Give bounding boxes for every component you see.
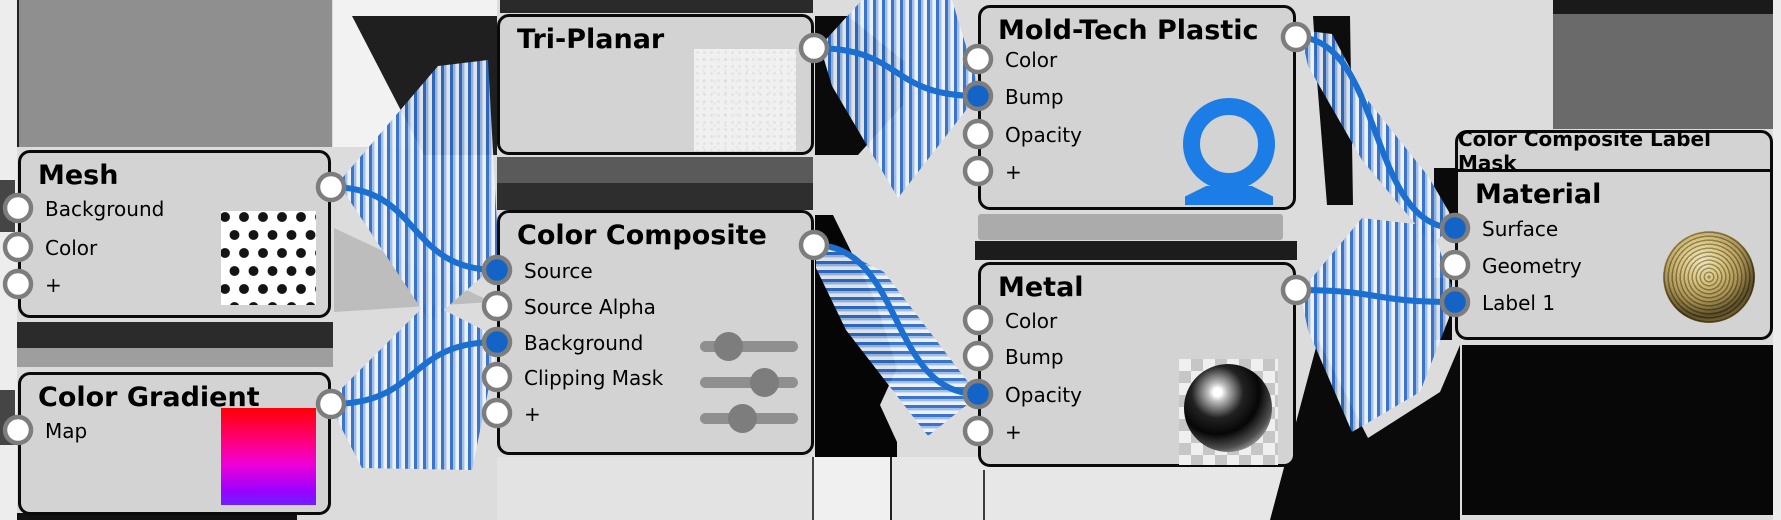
port-label-add: + bbox=[524, 402, 541, 426]
port-label-add: + bbox=[1005, 420, 1022, 444]
slider-knob bbox=[728, 404, 757, 433]
slider-knob bbox=[714, 332, 743, 361]
port-label-bump: Bump bbox=[1005, 345, 1064, 369]
port-label-map: Map bbox=[45, 419, 88, 443]
node-title: Color Composite bbox=[517, 220, 767, 251]
port-label-source: Source bbox=[524, 259, 593, 283]
logo-base bbox=[1185, 186, 1273, 205]
port-label-opacity: Opacity bbox=[1005, 123, 1082, 147]
port-label-color: Color bbox=[45, 236, 98, 260]
material-header-label: Color Composite Label Mask bbox=[1458, 127, 1770, 175]
port-label-color: Color bbox=[1005, 309, 1058, 333]
gradient-thumbnail bbox=[221, 408, 316, 505]
port-label-bump: Bump bbox=[1005, 85, 1064, 109]
port-label-add: + bbox=[45, 273, 62, 297]
node-title: Mold-Tech Plastic bbox=[998, 15, 1259, 46]
port-label-geometry: Geometry bbox=[1482, 254, 1582, 278]
node-material[interactable]: Color Composite Label Mask Material Surf… bbox=[1455, 127, 1773, 340]
port-label-add: + bbox=[1005, 160, 1022, 184]
slider-knob bbox=[750, 368, 779, 397]
node-color-gradient[interactable]: Color Gradient Map bbox=[18, 372, 331, 515]
slider-row bbox=[700, 368, 798, 397]
port-label-opacity: Opacity bbox=[1005, 383, 1082, 407]
port-label-color: Color bbox=[1005, 48, 1058, 72]
mold-tech-logo-icon bbox=[1179, 98, 1279, 210]
node-color-composite[interactable]: Color Composite Source Source Alpha Back… bbox=[497, 210, 814, 455]
logo-ring bbox=[1183, 98, 1275, 190]
slider-row bbox=[700, 332, 798, 361]
node-tri-planar[interactable]: Tri-Planar bbox=[497, 14, 814, 155]
port-label-background: Background bbox=[45, 197, 165, 221]
gold-sphere-thumbnail bbox=[1663, 231, 1755, 323]
node-metal[interactable]: Metal Color Bump Opacity + bbox=[978, 262, 1296, 467]
node-title: Metal bbox=[998, 272, 1084, 303]
node-title: Tri-Planar bbox=[517, 24, 665, 55]
node-title: Mesh bbox=[38, 160, 119, 191]
chrome-sphere-thumbnail bbox=[1179, 359, 1278, 465]
port-label-surface: Surface bbox=[1482, 217, 1559, 241]
port-label-background: Background bbox=[524, 331, 644, 355]
port-label-clipping-mask: Clipping Mask bbox=[524, 366, 664, 390]
sliders-icon bbox=[700, 332, 798, 447]
node-mold-tech-plastic[interactable]: Mold-Tech Plastic Color Bump Opacity + bbox=[978, 5, 1296, 210]
node-title: Color Gradient bbox=[38, 382, 260, 413]
noise-texture-thumbnail bbox=[694, 49, 796, 151]
slider-row bbox=[700, 404, 798, 433]
port-label-label-1: Label 1 bbox=[1482, 291, 1556, 315]
dots-texture-thumbnail bbox=[221, 211, 316, 305]
port-label-source-alpha: Source Alpha bbox=[524, 295, 656, 319]
node-mesh[interactable]: Mesh Background Color + bbox=[18, 150, 331, 318]
node-title: Material bbox=[1475, 179, 1602, 210]
